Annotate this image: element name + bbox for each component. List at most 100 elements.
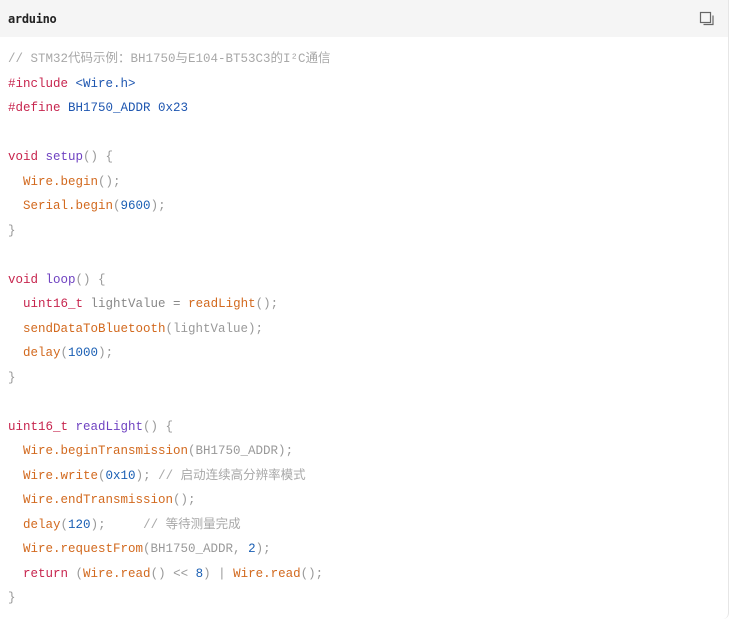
code-line: } bbox=[8, 219, 728, 244]
code-token-punct: () << bbox=[150, 566, 196, 581]
code-line: } bbox=[8, 366, 728, 391]
code-token-punct: (); bbox=[173, 493, 196, 507]
code-token-comment: // 启动连续高分辨率模式 bbox=[158, 468, 306, 483]
code-token-punct: (lightValue); bbox=[165, 321, 264, 336]
code-line: Wire.begin(); bbox=[8, 170, 728, 195]
code-token-punct: ( bbox=[98, 468, 106, 483]
code-token-punct: ( bbox=[60, 346, 69, 360]
code-line: Wire.endTransmission(); bbox=[8, 488, 728, 513]
code-token-punct: (BH1750_ADDR, bbox=[143, 542, 249, 556]
code-token-comment: // 等待测量完成 bbox=[143, 517, 241, 532]
code-token-punct: } bbox=[8, 223, 16, 238]
code-token-func-call: Serial.begin bbox=[23, 199, 114, 213]
code-token-func-call: Wire.read bbox=[83, 566, 151, 581]
code-line: uint16_t lightValue = readLight(); bbox=[8, 292, 728, 317]
code-token-func-call: delay bbox=[23, 517, 61, 532]
code-token-plain bbox=[8, 567, 23, 581]
code-line bbox=[8, 390, 728, 415]
code-token-number: 1000 bbox=[68, 346, 99, 360]
code-line: delay(1000); bbox=[8, 341, 728, 366]
code-token-punct: } bbox=[8, 370, 16, 385]
code-token-ident: lightValue = bbox=[83, 297, 189, 311]
code-token-include-path: <Wire.h> bbox=[75, 76, 136, 91]
code-token-plain bbox=[8, 322, 23, 336]
code-token-macro: BH1750_ADDR 0x23 bbox=[68, 101, 189, 115]
code-token-func-call: Wire.beginTransmission bbox=[23, 444, 189, 458]
code-token-func-call: sendDataToBluetooth bbox=[23, 321, 166, 336]
code-token-punct: (); bbox=[98, 174, 121, 189]
code-token-punct: () { bbox=[83, 150, 114, 164]
code-token-keyword: void bbox=[8, 150, 39, 164]
code-token-plain bbox=[8, 175, 23, 189]
code-token-type: uint16_t bbox=[23, 297, 84, 311]
code-token-directive: #define bbox=[8, 101, 61, 115]
code-line: Serial.begin(9600); bbox=[8, 194, 728, 219]
code-token-punct: ); bbox=[90, 517, 144, 532]
code-token-punct: ); bbox=[150, 199, 166, 213]
code-token-punct: () { bbox=[143, 419, 174, 434]
code-token-func-call: Wire.requestFrom bbox=[23, 542, 144, 556]
code-token-plain bbox=[8, 444, 23, 458]
code-token-punct: (); bbox=[255, 297, 279, 311]
code-token-comment: // STM32代码示例：BH1750与E104-BT53C3的I²C通信 bbox=[8, 52, 331, 66]
code-token-type: uint16_t bbox=[8, 419, 69, 434]
code-token-plain bbox=[8, 542, 23, 556]
code-token-number: 120 bbox=[68, 517, 91, 532]
code-token-punct: ); bbox=[255, 542, 271, 556]
code-token-punct: ( bbox=[60, 517, 69, 532]
code-line: Wire.write(0x10); // 启动连续高分辨率模式 bbox=[8, 464, 728, 489]
code-token-plain bbox=[61, 101, 69, 115]
code-line: #include <Wire.h> bbox=[8, 72, 728, 97]
code-line: sendDataToBluetooth(lightValue); bbox=[8, 317, 728, 342]
code-token-keyword: void bbox=[8, 272, 39, 287]
code-token-plain bbox=[8, 297, 23, 311]
code-token-func-call: Wire.begin bbox=[23, 174, 99, 189]
code-line bbox=[8, 243, 728, 268]
code-line bbox=[8, 121, 728, 146]
code-token-func-def: readLight bbox=[75, 419, 144, 434]
code-token-plain bbox=[68, 77, 76, 91]
code-token-number: 8 bbox=[195, 566, 204, 581]
code-token-punct: ( bbox=[113, 199, 121, 213]
code-line: Wire.beginTransmission(BH1750_ADDR); bbox=[8, 439, 728, 464]
code-token-keyword: return bbox=[23, 566, 69, 581]
code-token-punct: ( bbox=[68, 566, 84, 581]
code-token-plain bbox=[8, 346, 23, 360]
code-token-func-def: setup bbox=[45, 150, 84, 164]
code-content[interactable]: // STM32代码示例：BH1750与E104-BT53C3的I²C通信 #in… bbox=[8, 47, 728, 611]
copy-button[interactable] bbox=[698, 10, 716, 28]
code-token-punct: (); bbox=[300, 566, 324, 581]
code-line: } bbox=[8, 586, 728, 611]
code-token-number: 9600 bbox=[120, 199, 151, 213]
code-header: arduino bbox=[0, 0, 728, 37]
code-line: return (Wire.read() << 8) | Wire.read(); bbox=[8, 562, 728, 587]
code-line: void setup() { bbox=[8, 145, 728, 170]
code-token-func-call: Wire.read bbox=[233, 566, 301, 581]
code-token-punct: (BH1750_ADDR); bbox=[188, 444, 294, 458]
code-token-plain bbox=[8, 469, 23, 483]
code-token-punct: ); bbox=[135, 468, 159, 483]
code-token-func-call: Wire.write bbox=[23, 468, 99, 483]
code-token-punct: ); bbox=[98, 346, 114, 360]
code-token-punct: } bbox=[8, 591, 16, 605]
code-token-func-call: readLight bbox=[188, 297, 256, 311]
code-token-func-def: loop bbox=[45, 272, 76, 287]
code-token-punct: ) | bbox=[203, 566, 234, 581]
code-line: // STM32代码示例：BH1750与E104-BT53C3的I²C通信 bbox=[8, 47, 728, 72]
code-line: uint16_t readLight() { bbox=[8, 415, 728, 440]
copy-icon bbox=[699, 11, 714, 25]
code-token-plain bbox=[68, 420, 76, 434]
code-token-plain bbox=[8, 518, 23, 532]
code-token-plain bbox=[38, 273, 46, 287]
code-token-func-call: Wire.endTransmission bbox=[23, 493, 174, 507]
code-token-plain bbox=[8, 199, 23, 213]
code-token-punct: () { bbox=[75, 272, 106, 287]
code-token-plain bbox=[38, 150, 46, 164]
language-label: arduino bbox=[8, 11, 57, 26]
code-line: delay(120); // 等待测量完成 bbox=[8, 513, 728, 538]
code-token-directive: #include bbox=[8, 76, 69, 91]
code-token-func-call: delay bbox=[23, 346, 61, 360]
code-line: #define BH1750_ADDR 0x23 bbox=[8, 96, 728, 121]
code-token-number: 0x10 bbox=[105, 468, 136, 483]
